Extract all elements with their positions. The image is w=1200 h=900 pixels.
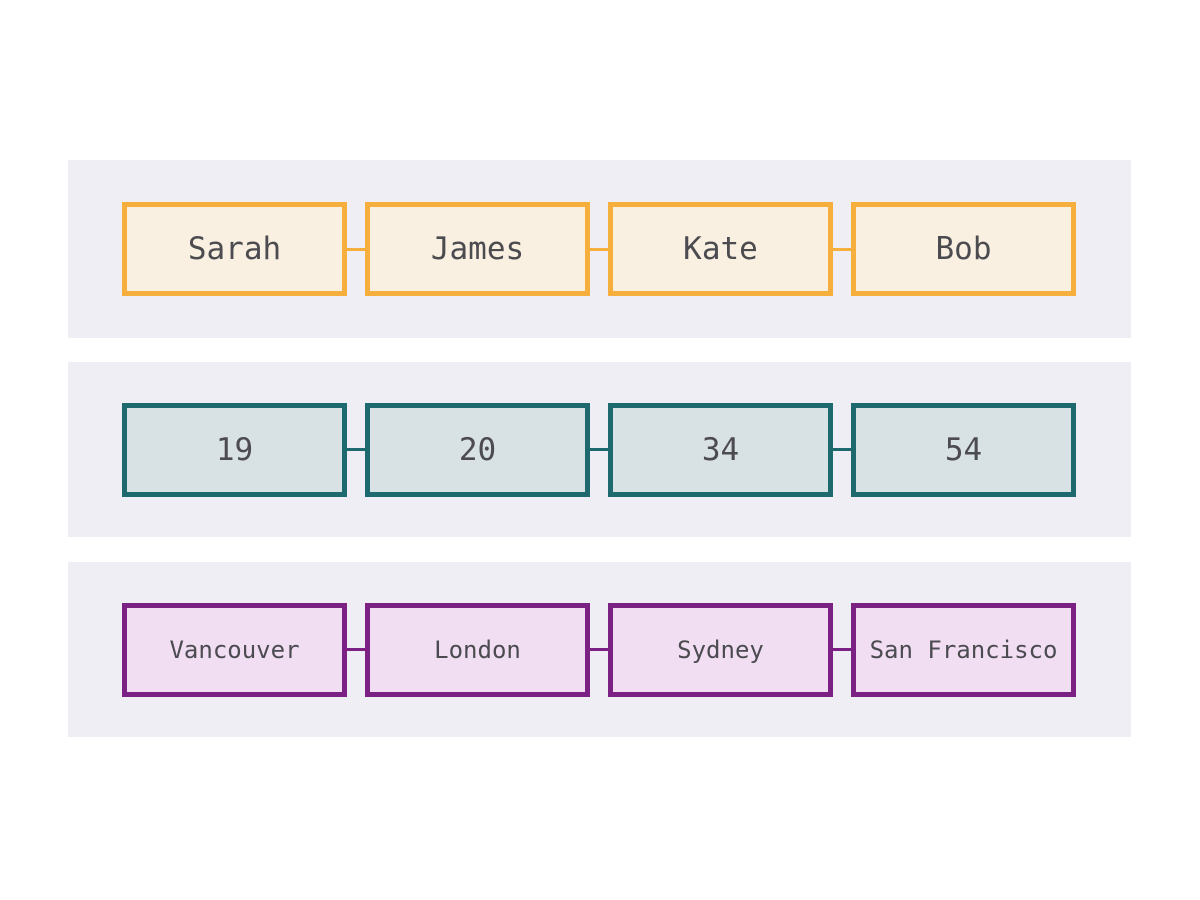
node-label: 19 (215, 431, 254, 468)
node-connector (833, 448, 851, 451)
list-node: San Francisco (851, 602, 1076, 697)
node-connector (833, 247, 851, 251)
node-connector (347, 648, 365, 651)
node-connector (833, 648, 851, 651)
ages-list-row: 19 20 34 54 (68, 362, 1131, 537)
cities-list-row: Vancouver London Sydney San Francisco (68, 562, 1131, 737)
list-node: London (365, 602, 590, 697)
node-label: Sarah (187, 231, 282, 267)
list-node: Kate (608, 202, 833, 296)
list-node: Sydney (608, 602, 833, 697)
list-node: 20 (365, 402, 590, 497)
node-label: London (434, 635, 521, 664)
list-node: 54 (851, 402, 1076, 497)
list-node: 34 (608, 402, 833, 497)
node-label: 34 (701, 431, 740, 468)
list-node: Bob (851, 202, 1076, 296)
node-label: 54 (944, 431, 983, 468)
node-label: San Francisco (869, 635, 1058, 664)
node-label: Vancouver (169, 635, 300, 664)
node-connector (590, 247, 608, 251)
node-label: Sydney (677, 635, 764, 664)
list-node: 19 (122, 402, 347, 497)
node-label: 20 (458, 431, 497, 468)
node-label: James (430, 231, 525, 267)
node-connector (347, 448, 365, 451)
list-node: Vancouver (122, 602, 347, 697)
node-label: Kate (683, 231, 758, 267)
node-connector (347, 247, 365, 251)
names-list-row: Sarah James Kate Bob (68, 160, 1131, 338)
list-node: James (365, 202, 590, 296)
node-connector (590, 448, 608, 451)
node-label: Bob (935, 231, 992, 267)
node-connector (590, 648, 608, 651)
list-node: Sarah (122, 202, 347, 296)
